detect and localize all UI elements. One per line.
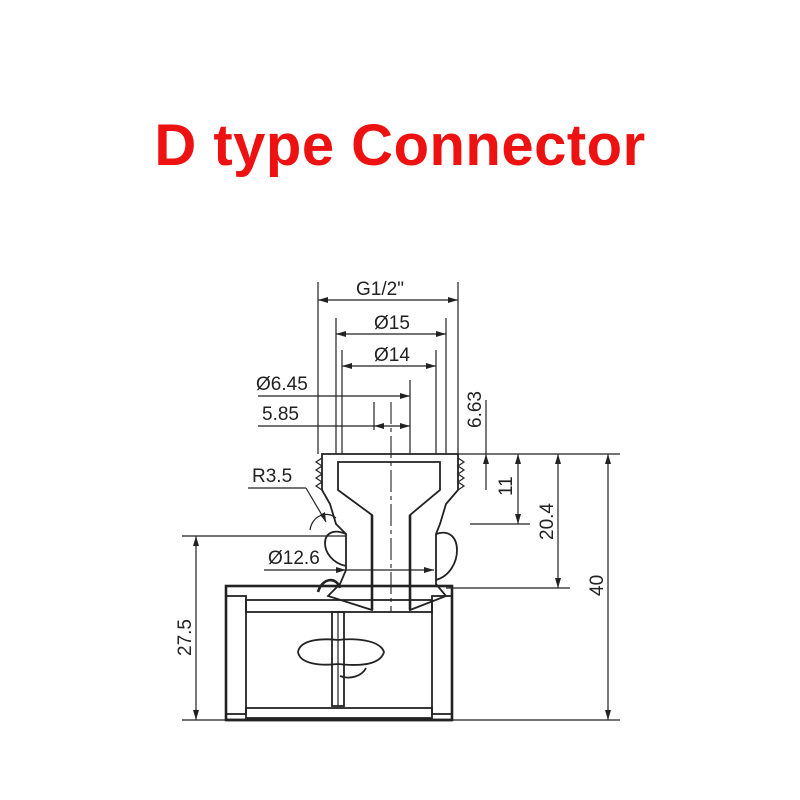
dim-d645-label: Ø6.45: [256, 374, 308, 395]
dim-d15: Ø15: [335, 313, 447, 454]
thread-left: [314, 457, 324, 491]
dim-d126: Ø12.6: [264, 548, 434, 573]
dim-d15-label: Ø15: [374, 313, 410, 334]
groove-left: [324, 530, 347, 567]
bore: [370, 515, 412, 610]
dim-40: 40: [452, 453, 620, 721]
dim-663: 6.63: [465, 391, 489, 490]
centerlines: [373, 380, 411, 612]
groove-right: [435, 531, 458, 581]
dim-r35-label: R3.5: [252, 466, 292, 487]
housing-wall-right: [431, 595, 453, 715]
dim-40-label: 40: [587, 575, 608, 596]
dim-585-label: 5.85: [262, 404, 299, 425]
dim-11: 11: [458, 453, 530, 525]
dim-204-label: 20.4: [537, 503, 558, 540]
thread-right: [456, 457, 466, 491]
dim-d126-label: Ø12.6: [268, 548, 320, 569]
dim-d14: Ø14: [341, 345, 437, 454]
dim-thread-label: G1/2": [356, 279, 404, 300]
dim-275: 27.5: [175, 535, 346, 721]
housing-wall-left: [225, 595, 247, 715]
dim-663-label: 6.63: [465, 391, 486, 428]
housing-wall-top: [245, 599, 433, 613]
dim-585: 5.85: [258, 404, 410, 429]
valve-disk: [297, 611, 385, 707]
seal-ring: [316, 578, 342, 593]
dim-275-label: 27.5: [175, 619, 196, 656]
connector-body: [224, 453, 466, 722]
dim-d645: Ø6.45: [256, 374, 410, 399]
housing-wall-bottom: [245, 707, 433, 719]
dim-11-label: 11: [496, 476, 517, 496]
dim-d14-label: Ø14: [374, 345, 410, 366]
page-title: D type Connector: [154, 113, 646, 178]
dim-204: 20.4: [446, 453, 570, 589]
dim-r35: R3.5: [248, 466, 337, 531]
dim-thread: G1/2": [317, 279, 459, 454]
